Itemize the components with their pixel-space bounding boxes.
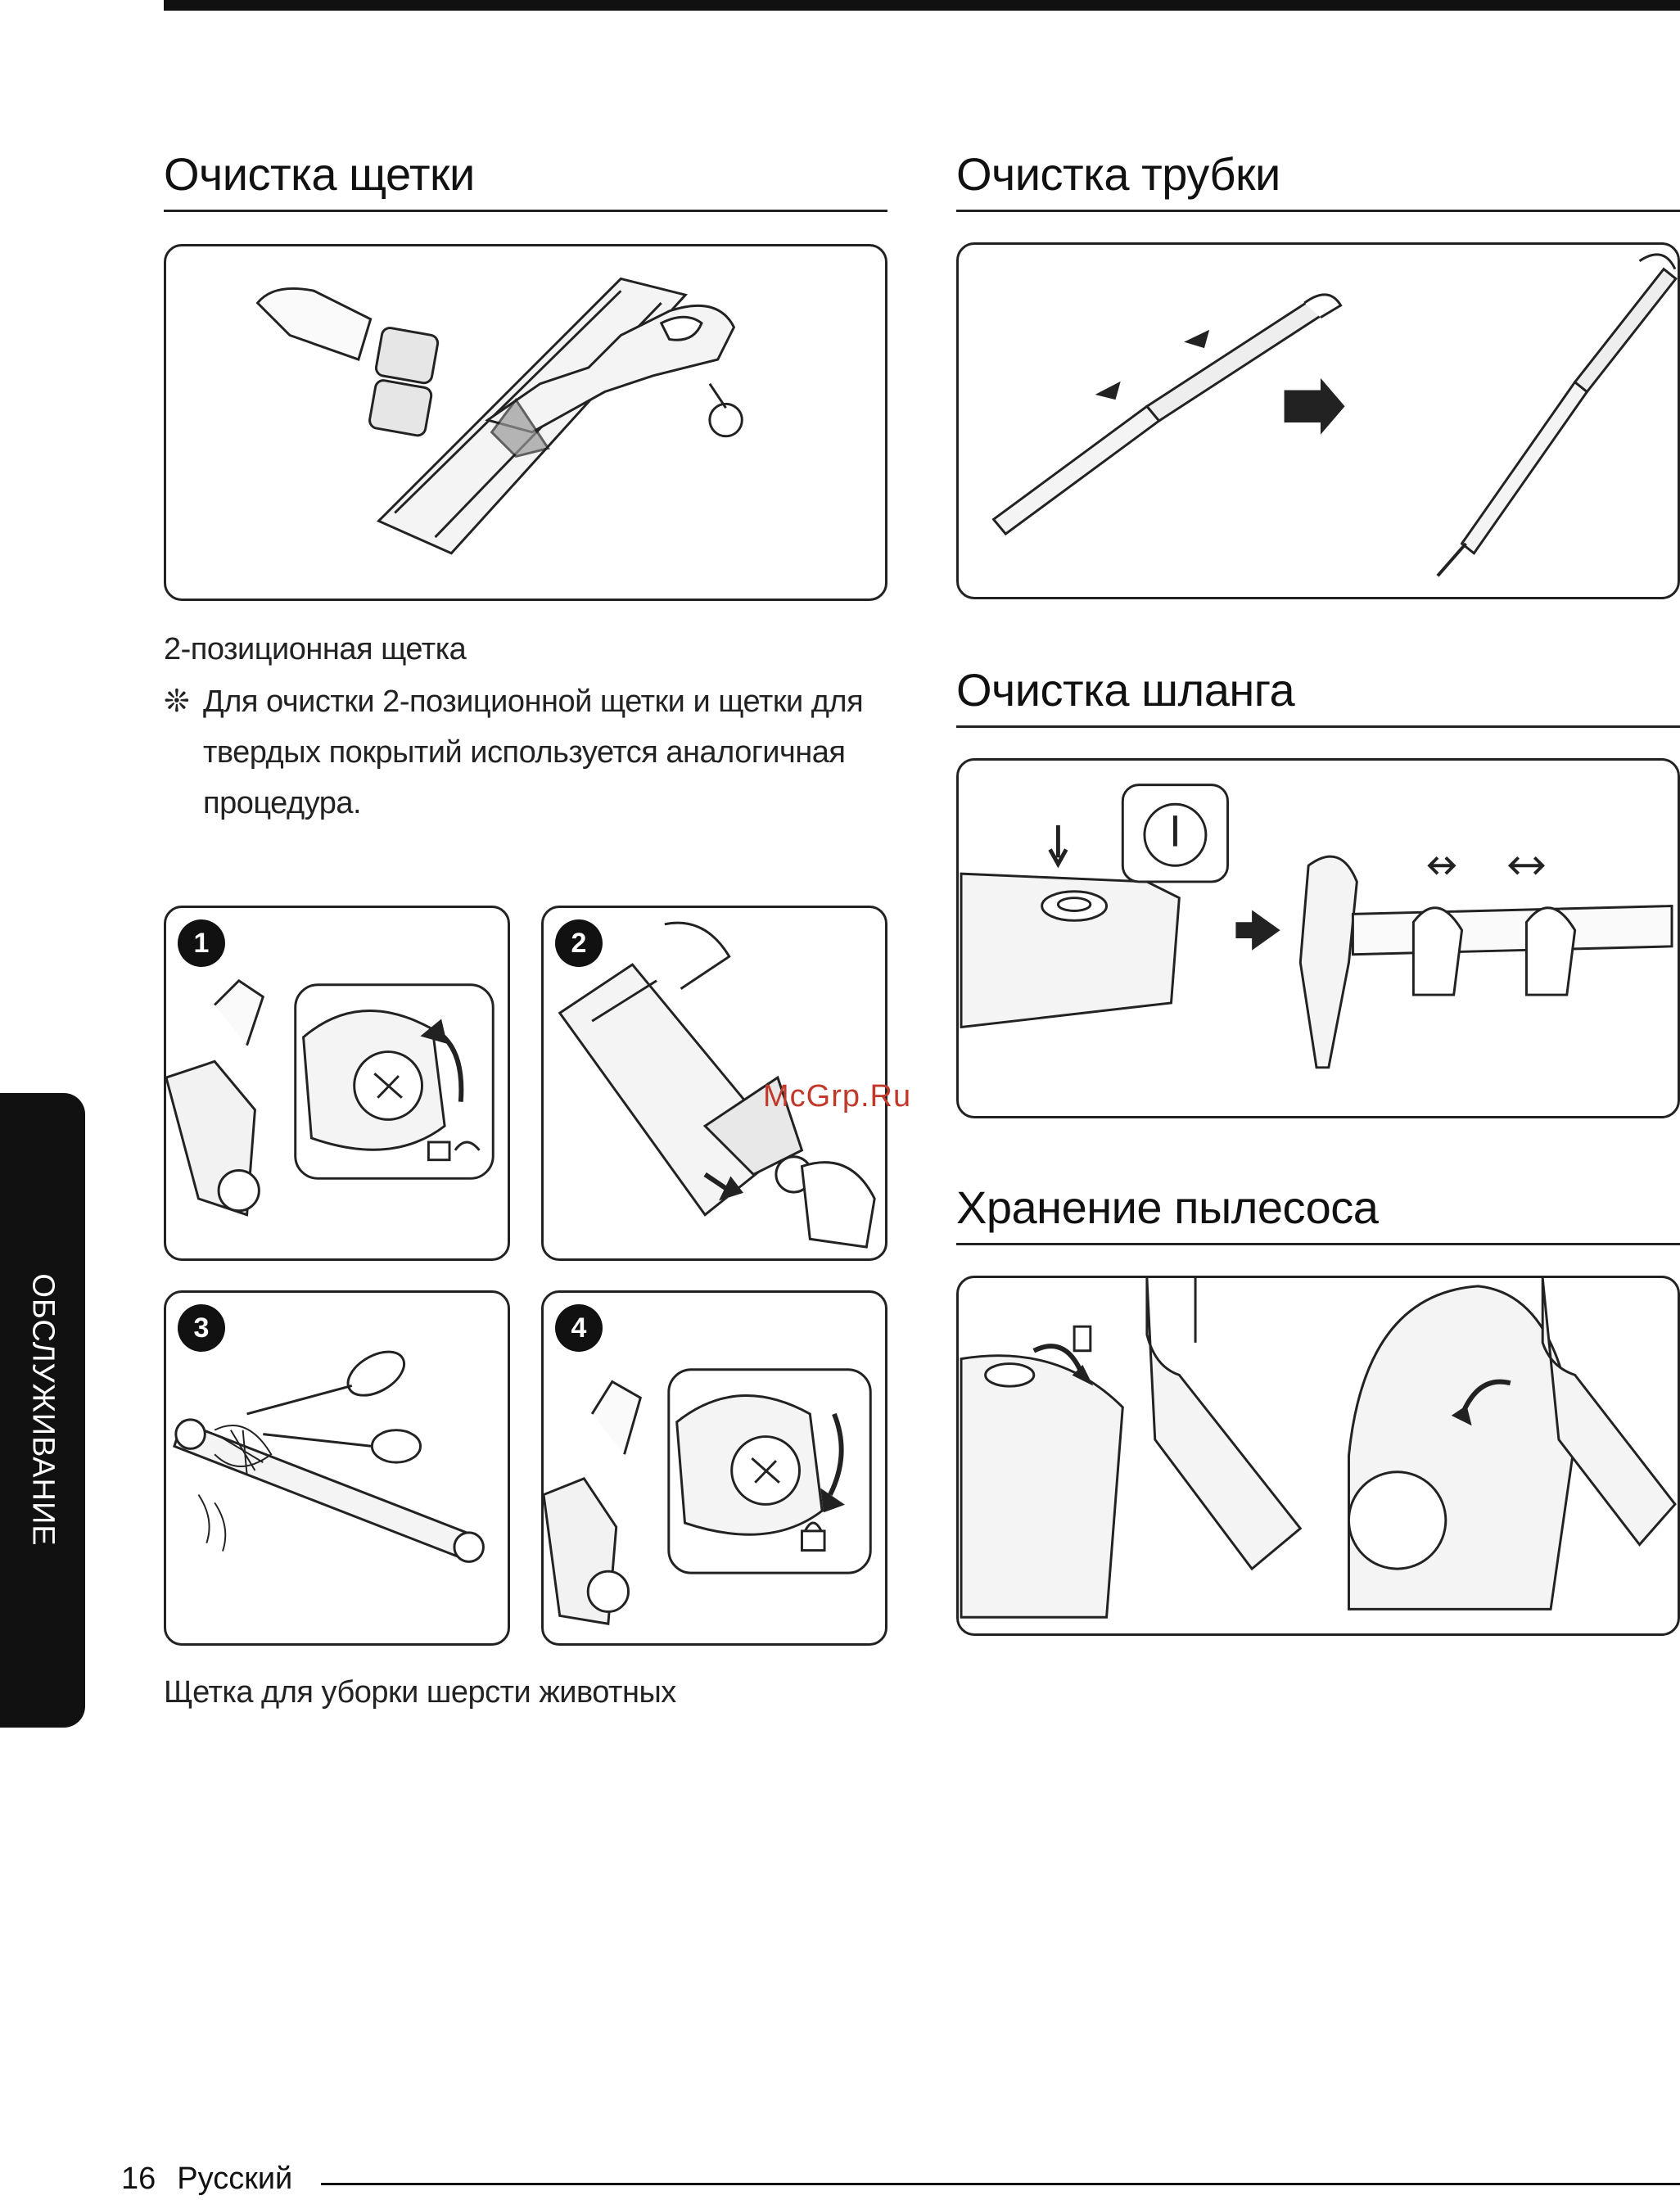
heading-hose-cleaning: Очистка шланга: [956, 667, 1294, 713]
footer-language: Русский: [177, 2162, 292, 2196]
brush-illustration: [164, 244, 887, 601]
heading-pipe-cleaning: Очистка трубки: [956, 151, 1280, 197]
step-badge: 2: [555, 919, 603, 967]
heading-brush-cleaning: Очистка щетки: [164, 151, 475, 197]
footer-rule: [321, 2183, 1680, 2185]
note-block: ❊ Для очистки 2-позиционной щетки и щетк…: [164, 676, 901, 829]
step-badge: 4: [555, 1304, 603, 1352]
storage-illustration: [956, 1276, 1680, 1636]
watermark: McGrp.Ru: [763, 1079, 911, 1114]
heading-rule: [956, 725, 1680, 728]
pet-brush-caption: Щетка для уборки шерсти животных: [164, 1667, 676, 1718]
note-symbol: ❊: [164, 676, 189, 727]
note-text: Для очистки 2-позиционной щетки и щетки …: [164, 676, 901, 829]
step-badge: 3: [178, 1304, 225, 1352]
top-bar: [164, 0, 1680, 11]
side-tab-label: ОБСЛУЖИВАНИЕ: [25, 1273, 61, 1546]
brush-caption: 2-позиционная щетка: [164, 624, 466, 675]
heading-rule: [164, 210, 887, 212]
heading-storage: Хранение пылесоса: [956, 1185, 1378, 1231]
step-4-panel: 4: [541, 1290, 887, 1646]
step-1-panel: 1: [164, 906, 510, 1261]
step-3-panel: 3: [164, 1290, 510, 1646]
heading-rule: [956, 210, 1680, 212]
pipe-illustration: [956, 242, 1680, 599]
page-number: 16: [121, 2162, 156, 2196]
hose-illustration: [956, 758, 1680, 1118]
side-tab: ОБСЛУЖИВАНИЕ: [0, 1093, 85, 1728]
step-badge: 1: [178, 919, 225, 967]
heading-rule: [956, 1243, 1680, 1245]
footer: 16 Русский: [121, 2162, 292, 2197]
